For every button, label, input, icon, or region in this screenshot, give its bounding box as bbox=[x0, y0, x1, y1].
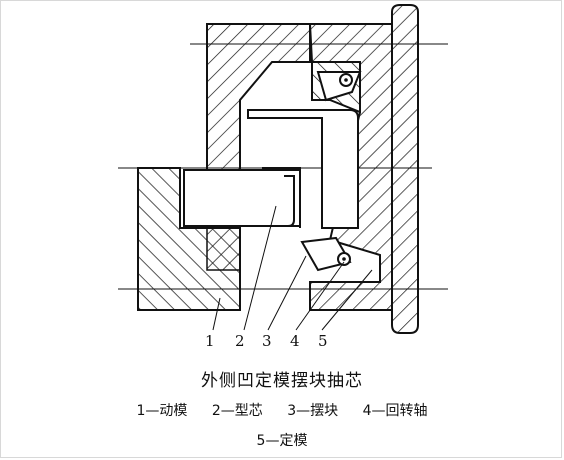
callout-3: 3 bbox=[262, 332, 272, 350]
legend-item-moving-mold: 1—动模 bbox=[136, 403, 188, 419]
core-and-part bbox=[183, 109, 359, 229]
legend-item-swing-block: 3—摆块 bbox=[287, 403, 339, 419]
mold-cross-section-drawing: 1 2 3 4 5 bbox=[118, 4, 448, 350]
callout-2: 2 bbox=[235, 332, 245, 350]
callout-1: 1 bbox=[205, 332, 215, 350]
legend-row: 1—动模 2—型芯 3—摆块 4—回转轴 bbox=[0, 400, 564, 420]
legend-item-fixed-mold: 5—定模 bbox=[256, 433, 308, 449]
legend-item-core: 2—型芯 bbox=[211, 403, 263, 419]
callout-4: 4 bbox=[290, 332, 300, 350]
legend-item-pivot-shaft: 4—回转轴 bbox=[362, 403, 428, 419]
pivot-pins bbox=[337, 73, 353, 266]
callout-5: 5 bbox=[318, 332, 328, 350]
callout-leaders bbox=[212, 205, 373, 331]
figure-title: 外侧凹定模摆块抽芯 bbox=[201, 371, 363, 391]
